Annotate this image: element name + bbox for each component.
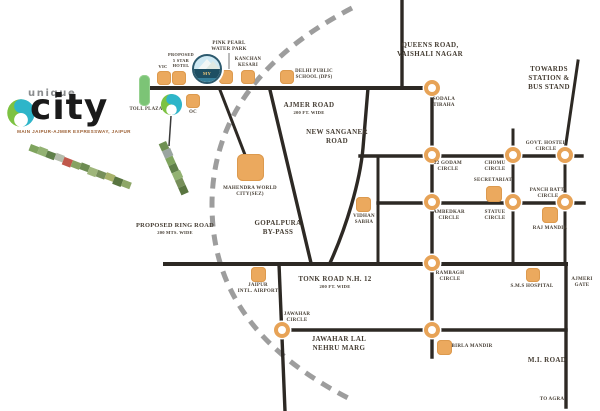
- label-sms-hospital: S.M.S HOSPITAL: [510, 284, 554, 289]
- statue-circle: [505, 194, 521, 210]
- ambedkar-circle: [424, 194, 440, 210]
- vidhan-sabha-marker: [356, 197, 371, 212]
- dps-marker: [280, 70, 294, 84]
- label-rambagh-circle: RAMBAGH CIRCLE: [435, 271, 465, 283]
- tonk-road-width: 200 FT. WIDE: [319, 284, 351, 290]
- label-22-godam-circle: 22 GODAM CIRCLE: [434, 161, 462, 173]
- label-to-agra: TO AGRA: [539, 397, 565, 402]
- label-toll-plaza: TOLL PLAZA: [129, 107, 163, 112]
- label-pink-pearl: PINK PEARL WATER PARK: [211, 41, 247, 53]
- label-raj-mandir: RAJ MANDIR: [532, 226, 568, 231]
- label-chomu-circle: CHOMU CIRCLE: [484, 161, 506, 173]
- label-vic: VIC: [158, 64, 168, 69]
- label-statue-circle: STATUE CIRCLE: [484, 210, 506, 222]
- rambagh-circle: [424, 255, 440, 271]
- ring-road-name: PROPOSED RING ROAD: [136, 222, 214, 230]
- label-govt-hostel-circle: GOVT. HOSTEL CIRCLE: [525, 141, 567, 153]
- project-marker-leader-line: [168, 115, 172, 147]
- unique-city-site-marker-icon: [160, 93, 183, 116]
- jawahar-circle: [274, 322, 290, 338]
- my-haveli-badge: MY HAVELI: [192, 54, 222, 84]
- label-jln-marg: JAWAHAR LAL NEHRU MARG: [311, 335, 367, 353]
- new-sanganer-road-line: [327, 86, 370, 266]
- jln-rambagh-junction-circle: [424, 322, 440, 338]
- label-jawahar-circle: JAWAHAR CIRCLE: [283, 312, 311, 324]
- ring-road-width: 200 MTS. WIDE: [157, 230, 193, 236]
- raj-mandir-marker: [542, 207, 558, 223]
- logo-brand-top: unique: [28, 88, 77, 99]
- sms-hospital-marker: [526, 268, 540, 282]
- mahendra-world-city-marker: [237, 154, 264, 181]
- label-birla-mandir: BIRLA MANDIR: [451, 344, 493, 349]
- 22-godam-circle: [424, 147, 440, 163]
- vic-marker: [157, 71, 171, 85]
- label-secretariat: SECRETARIAT: [473, 178, 513, 183]
- label-mi-road: M.I. ROAD: [527, 356, 567, 364]
- badge-mountain-art-2: [206, 61, 220, 69]
- jaipur-airport-marker: [251, 267, 266, 282]
- label-ring-road: PROPOSED RING ROAD 200 MTS. WIDE: [136, 214, 214, 244]
- kanchan-kesari-marker: [241, 70, 255, 84]
- label-oc: OC: [189, 110, 197, 115]
- label-mahendra-world-city: MAHENDRA WORLD CITY(SEZ): [223, 186, 277, 198]
- mahendra-world-city-road-line: [218, 88, 249, 162]
- oc-marker: [186, 94, 200, 108]
- label-towards-station: TOWARDS STATION & BUS STAND: [528, 65, 570, 92]
- label-gopalpura-bypass: GOPALPURA BY-PASS: [254, 219, 302, 237]
- label-vidhan-sabha: VIDHAN SABHA: [353, 214, 375, 226]
- tonk-road-name: TONK ROAD N.H. 12: [298, 275, 372, 284]
- secretariat-marker: [486, 186, 502, 202]
- label-ajmer-road: AJMER ROAD 200 FT. WIDE: [284, 92, 335, 125]
- ajmer-road-width: 200 FT. WIDE: [293, 110, 325, 116]
- toll-plaza-marker: [139, 75, 150, 106]
- birla-mandir-marker: [437, 340, 452, 355]
- badge-name-band: MY HAVELI: [194, 69, 220, 82]
- label-queens-road: QUEENS ROAD, VAISHALI NAGAR: [396, 41, 464, 59]
- gopalpura-bypass-line: [267, 87, 314, 266]
- pink-pearl-marker: [219, 70, 233, 84]
- label-ajmeri-gate: AJMERI GATE: [571, 277, 593, 289]
- label-jaipur-airport: JAIPUR INTL. AIRPORT: [237, 283, 279, 295]
- chomu-circle: [505, 147, 521, 163]
- ring-road-dashed-arc: [209, 5, 354, 402]
- label-kanchan-kesari: KANCHAN KESARI: [234, 57, 262, 69]
- unique-city-logo-swirl-icon: [6, 98, 36, 128]
- label-five-star-hotel: PROPOSED 5 STAR HOTEL: [168, 52, 194, 69]
- ajmer-road-name: AJMER ROAD: [283, 101, 335, 110]
- label-sodala-tiraha: SODALA TIRAHA: [432, 97, 456, 109]
- towards-station-line: [562, 59, 580, 159]
- logo-tagline: MAIN JAIPUR-AJMER EXPRESSWAY, JAIPUR: [17, 129, 131, 134]
- govt-hostel-circle: [557, 147, 573, 163]
- five-star-hotel-marker: [172, 71, 186, 85]
- site-aerial-collage-arm: [158, 141, 189, 196]
- sodala-tiraha-circle: [424, 80, 440, 96]
- unique-city-logo: unique city MAIN JAIPUR-AJMER EXPRESSWAY…: [6, 84, 136, 140]
- badge-footer-band: [194, 78, 220, 82]
- label-new-sanganer-road: NEW SANGANER ROAD: [306, 128, 368, 146]
- label-tonk-road: TONK ROAD N.H. 12 200 FT. WIDE: [298, 266, 371, 299]
- panch-batti-circle: [557, 194, 573, 210]
- logo-brand-main: city: [30, 87, 109, 128]
- site-aerial-collage: [28, 144, 132, 190]
- label-panch-batti-circle: PANCH BATTI CIRCLE: [529, 188, 567, 200]
- label-ambedkar-circle: AMBEDKAR CIRCLE: [433, 210, 465, 222]
- label-dps: DELHI PUBLIC SCHOOL (DPS): [295, 69, 333, 81]
